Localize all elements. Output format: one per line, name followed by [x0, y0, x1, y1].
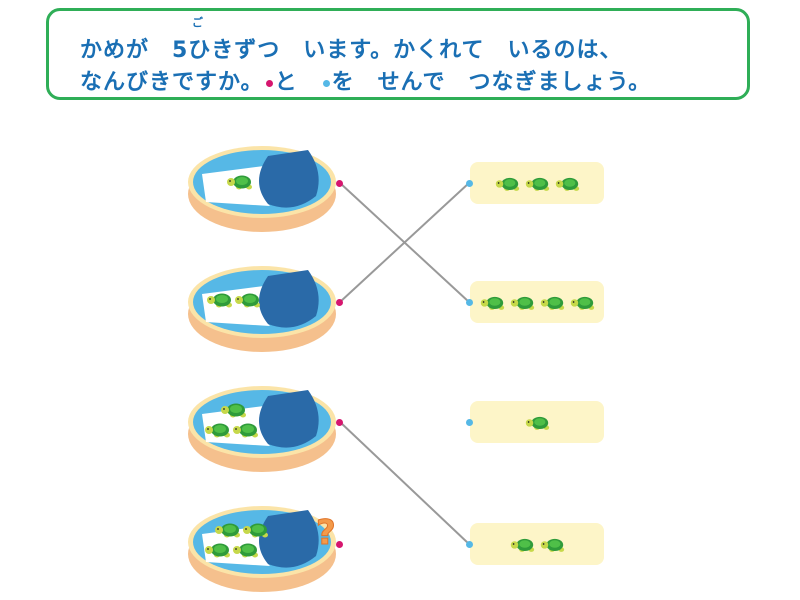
pink-dot-pond-1[interactable]	[336, 180, 343, 187]
turtle-icon	[570, 296, 595, 310]
pink-dot-icon	[265, 79, 273, 87]
blue-dot-icon	[322, 79, 330, 87]
pond-4: ?	[184, 502, 340, 594]
turtle-icon	[510, 296, 535, 310]
turtle-icon	[525, 177, 550, 191]
blue-dot-choice-1[interactable]	[466, 180, 473, 187]
question-line-1: かめが 5ひきずつ います。かくれて いるのは、	[80, 38, 623, 63]
blue-dot-choice-3[interactable]	[466, 419, 473, 426]
turtle-icon	[510, 538, 535, 552]
connection-line	[339, 421, 470, 545]
pond-2	[184, 262, 340, 354]
pink-dot-pond-4[interactable]	[336, 541, 343, 548]
choice-box-4	[470, 523, 604, 565]
question-box	[46, 8, 750, 100]
pink-dot-pond-3[interactable]	[336, 419, 343, 426]
turtle-icon	[540, 296, 565, 310]
turtle-icon	[555, 177, 580, 191]
question-mark-icon: ?	[316, 513, 336, 553]
question-text: を せんで つなぎましょう。	[331, 70, 652, 95]
question-line-2: なんびきですか。と を せんで つなぎましょう。	[80, 64, 651, 96]
blue-dot-choice-2[interactable]	[466, 299, 473, 306]
turtle-icon	[525, 416, 550, 430]
turtle-icon	[495, 177, 520, 191]
choice-box-1	[470, 162, 604, 204]
question-text: と	[274, 70, 321, 95]
pond-3	[184, 382, 340, 474]
question-text: なんびきですか。	[80, 70, 264, 95]
turtle-icon	[480, 296, 505, 310]
blue-dot-choice-4[interactable]	[466, 541, 473, 548]
pond-1	[184, 142, 340, 234]
pink-dot-pond-2[interactable]	[336, 299, 343, 306]
turtle-icon	[540, 538, 565, 552]
choice-box-3	[470, 401, 604, 443]
choice-box-2	[470, 281, 604, 323]
furigana: ご	[192, 16, 203, 29]
connection-line	[339, 182, 470, 303]
